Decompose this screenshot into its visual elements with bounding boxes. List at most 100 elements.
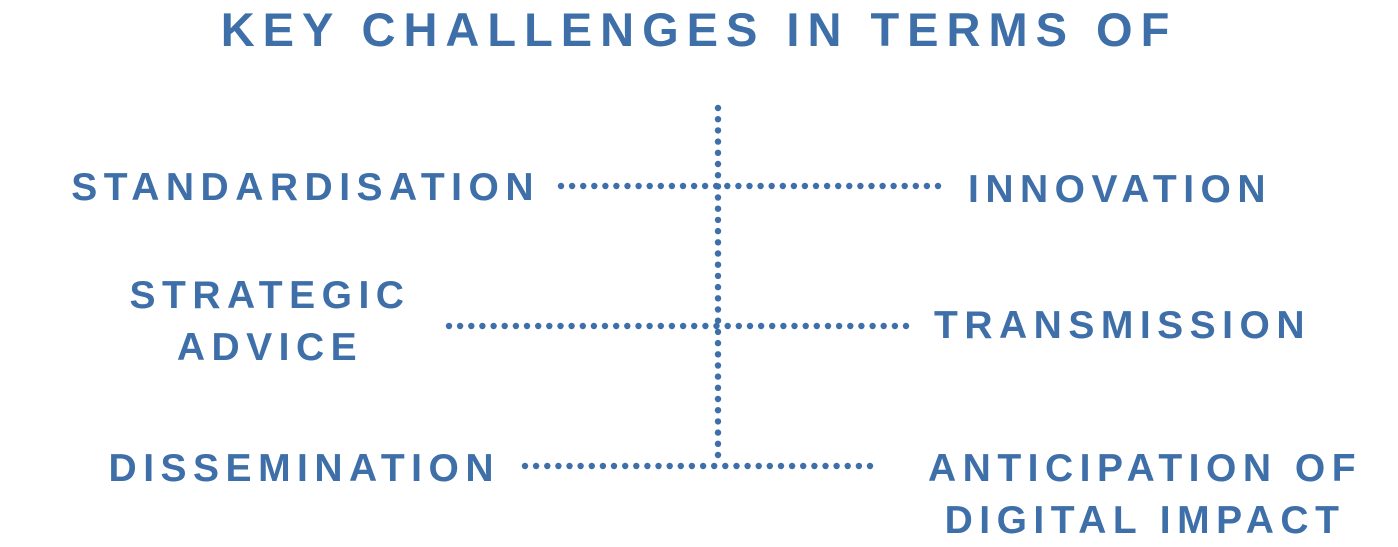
- connector-dot: [790, 182, 798, 190]
- diagram-title: KEY CHALLENGES IN TERMS OF: [220, 3, 1178, 56]
- connector-dot: [746, 182, 753, 190]
- connector-dot: [557, 182, 565, 190]
- connector-dot: [811, 462, 818, 470]
- connector-dot: [714, 351, 722, 358]
- connector-dot: [822, 462, 829, 470]
- connector-dot: [624, 182, 631, 190]
- connector-dot: [714, 116, 722, 123]
- connector-dot: [490, 322, 497, 330]
- connector-dot: [546, 322, 553, 330]
- connector-dot: [635, 182, 642, 190]
- connector-dot: [711, 462, 718, 470]
- connector-dot: [714, 149, 722, 156]
- connector-dot: [691, 322, 698, 330]
- connector-dot: [802, 322, 809, 330]
- connector-dot: [714, 295, 722, 302]
- connector-dot: [501, 322, 508, 330]
- connector-dot: [544, 462, 551, 470]
- connector-dot: [644, 462, 651, 470]
- connector-dot: [555, 462, 562, 470]
- left-item-strategic-line1: STRATEGIC: [129, 274, 411, 317]
- connector-dot: [757, 182, 764, 190]
- connector-dot: [755, 462, 762, 470]
- connector-dot: [591, 182, 598, 190]
- connector-dot: [646, 322, 653, 330]
- connector-dot: [912, 182, 919, 190]
- connector-dot: [891, 322, 899, 330]
- connector-dot: [714, 227, 722, 235]
- connector-dot: [679, 322, 687, 330]
- connector-dot: [800, 462, 807, 470]
- connector-dot: [613, 182, 620, 190]
- connector-dot: [724, 322, 731, 330]
- connector-dot: [714, 384, 722, 391]
- connector-dot: [588, 462, 595, 470]
- connector-dot: [866, 462, 874, 470]
- connector-dot: [610, 462, 618, 470]
- connector-dot: [824, 322, 832, 330]
- connector-dot: [677, 462, 684, 470]
- vertical-axis-dotted-line: [714, 104, 722, 459]
- connector-dot: [713, 322, 720, 330]
- connector-dot: [901, 182, 908, 190]
- connector-dot: [688, 462, 696, 470]
- connector-dot: [779, 182, 786, 190]
- connector-dot: [714, 127, 722, 134]
- connector-dot: [714, 407, 722, 414]
- connector-dot: [714, 362, 722, 369]
- left-item-standardisation: STANDARDISATION: [71, 166, 540, 209]
- connector-dot: [479, 322, 486, 330]
- connector-dot: [766, 462, 773, 470]
- connector-dot: [668, 182, 676, 190]
- connector-dot: [714, 172, 722, 179]
- right-item-anticipation-line2: DIGITAL IMPACT: [944, 499, 1346, 542]
- connector-dot: [855, 462, 863, 470]
- connector-dot: [657, 322, 664, 330]
- connector-dot: [679, 182, 687, 190]
- connector-dot: [714, 216, 722, 224]
- connector-dot: [702, 322, 709, 330]
- connector-dot: [724, 182, 731, 190]
- connector-dot: [613, 322, 620, 330]
- connector-dot: [833, 462, 840, 470]
- connector-dot: [714, 440, 722, 447]
- connector-dot: [880, 322, 887, 330]
- connector-dot: [858, 322, 865, 330]
- connector-dot: [714, 138, 722, 145]
- connector-dot: [624, 322, 631, 330]
- connector-dot: [655, 462, 662, 470]
- connector-dot: [791, 322, 798, 330]
- connector-dot: [735, 322, 742, 330]
- connector-dot: [456, 322, 464, 330]
- connector-dot: [847, 322, 854, 330]
- connector-dot: [714, 306, 722, 313]
- connector-dot: [714, 373, 722, 380]
- connector-dot: [714, 261, 722, 268]
- connector-dot: [902, 322, 910, 330]
- connector-dot: [690, 182, 698, 190]
- connector-dot: [744, 462, 751, 470]
- left-item-dissemination: DISSEMINATION: [108, 447, 500, 490]
- row1-dotted-line: [557, 182, 942, 190]
- connector-dot: [857, 182, 864, 190]
- connector-dot: [590, 322, 598, 330]
- connector-dot: [844, 462, 851, 470]
- connector-dot: [557, 322, 564, 330]
- connector-dot: [780, 322, 787, 330]
- connector-dot: [812, 182, 820, 190]
- connector-dot: [801, 182, 809, 190]
- connector-dot: [777, 462, 785, 470]
- connector-dot: [879, 182, 886, 190]
- connector-dot: [934, 182, 942, 190]
- connector-dot: [566, 462, 573, 470]
- connector-dot: [714, 239, 722, 246]
- connector-dot: [635, 322, 642, 330]
- connector-dot: [714, 283, 722, 291]
- right-item-innovation: INNOVATION: [968, 168, 1273, 211]
- connector-dot: [657, 182, 664, 190]
- connector-dot: [768, 182, 775, 190]
- connector-dot: [714, 205, 722, 212]
- connector-dot: [468, 322, 475, 330]
- left-item-strategic-advice: STRATEGIC ADVICE: [110, 270, 430, 374]
